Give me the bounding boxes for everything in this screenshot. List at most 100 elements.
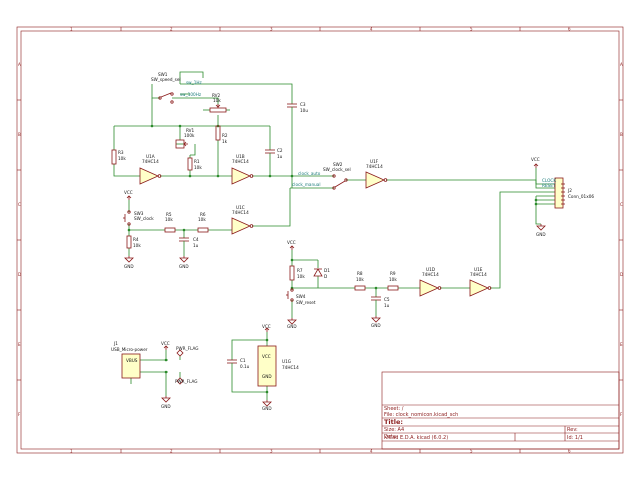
u1e-ref: U1E	[474, 267, 483, 272]
r6-ref: R6	[200, 212, 206, 217]
u1d-ref: U1D	[426, 267, 435, 272]
d1-ref: D1	[324, 268, 330, 273]
border-row-c-right: C	[620, 202, 623, 207]
u1a-inverter[interactable]: U1A 74HC14	[139, 154, 162, 185]
rv2-value: 10k	[213, 98, 221, 103]
pwr-flag-label-vcc: PWR_FLAG	[176, 346, 199, 351]
u1c-ref: U1C	[236, 205, 245, 210]
pwr-flag-label-gnd: PWR_FLAG	[175, 379, 198, 384]
c3-capacitor[interactable]: C3 10u	[287, 102, 308, 116]
vcc-symbol-u1g: VCC	[262, 324, 271, 332]
r5-resistor[interactable]: R5 10k	[164, 212, 176, 233]
u1a-value: 74HC14	[142, 159, 159, 164]
title-block-id: Id: 1/1	[567, 435, 583, 441]
r3-value: 10k	[118, 156, 126, 161]
r9-ref: R9	[390, 271, 396, 276]
sw4-value: SW_reset	[296, 300, 316, 305]
net-label-clock-manual: clock_manual	[292, 182, 321, 187]
u1a-ref: U1A	[146, 154, 155, 159]
sw4-pushbutton[interactable]: SW4 SW_reset	[286, 288, 316, 305]
u1g-power-unit[interactable]: VCC GND U1G 74HC14	[257, 345, 299, 387]
sw3-pushbutton[interactable]: SW3 SW_clock	[123, 210, 154, 226]
title-block-date: Date:	[384, 434, 398, 440]
u1c-inverter[interactable]: U1C 74HC14	[231, 205, 254, 235]
j1-vbus-pin: VBUS	[126, 358, 138, 363]
j2-connector[interactable]: J2 Conn_01x06	[554, 177, 594, 209]
rv1-potentiometer[interactable]: RV1 100k	[175, 128, 195, 149]
title-block-kicad: KiCad E.D.A. kicad (6.0.2)	[384, 435, 448, 441]
border-row-c: C	[18, 202, 21, 207]
border-col-3: 3	[270, 27, 273, 32]
net-label-sw-1hz: sw_1Hz	[186, 80, 203, 85]
vcc-label-j2: VCC	[531, 157, 540, 162]
u1f-inverter[interactable]: U1F 74HC14	[365, 159, 388, 189]
r1-value: 10k	[194, 165, 202, 170]
c1-value: 0.1u	[240, 364, 250, 369]
border-col-2: 2	[170, 27, 173, 32]
gnd-symbol-c4: GND	[179, 256, 189, 269]
r3-resistor[interactable]: R3 10k	[111, 149, 126, 165]
c5-capacitor[interactable]: C5 1u	[371, 296, 390, 308]
c3-value: 10u	[300, 108, 308, 113]
u1b-value: 74HC14	[232, 159, 249, 164]
sw2-value: SW_clock_sel	[323, 167, 351, 172]
border-row-e: E	[18, 342, 21, 347]
r9-resistor[interactable]: R9 10k	[387, 271, 399, 291]
border-row-d-right: D	[620, 272, 623, 277]
j1-usb-connector[interactable]: VBUS J1 USB_Micro-power	[111, 341, 148, 379]
vcc-symbol-reset: VCC	[287, 240, 296, 250]
border-col-6: 6	[568, 27, 571, 32]
u1b-ref: U1B	[236, 154, 245, 159]
c1-ref: C1	[240, 358, 246, 363]
title-block-size: Size: A4	[384, 427, 404, 433]
c2-value: 1u	[277, 154, 283, 159]
sw1-switch[interactable]: SW1 SW_speed_sel	[151, 72, 181, 104]
u1g-ref: U1G	[282, 359, 291, 364]
r2-ref: R2	[222, 133, 228, 138]
pwr-flag-gnd: PWR_FLAG	[175, 377, 198, 385]
vcc-label-u1g: VCC	[262, 324, 271, 329]
net-label-clock: CLOCK	[542, 178, 556, 183]
r8-resistor[interactable]: R8 10k	[354, 271, 366, 291]
junctions	[127, 124, 538, 394]
gnd-symbol-r4: GND	[124, 256, 134, 269]
d1-diode[interactable]: D1 D	[313, 268, 330, 279]
u1d-inverter[interactable]: U1D 74HC14	[419, 267, 442, 297]
rv2-potentiometer[interactable]: RV2 10k	[209, 93, 227, 113]
u1c-value: 74HC14	[232, 210, 249, 215]
c1-capacitor[interactable]: C1 0.1u	[227, 358, 250, 369]
r6-resistor[interactable]: R6 10k	[197, 212, 209, 233]
title-block-sheet: Sheet: /	[384, 406, 404, 412]
border-row-e-right: E	[620, 342, 623, 347]
c4-capacitor[interactable]: C4 1u	[179, 237, 199, 248]
gnd-label-c4: GND	[179, 264, 189, 269]
r4-resistor[interactable]: R4 10k	[126, 235, 141, 249]
gnd-symbol-u1g: GND	[262, 400, 272, 411]
r1-ref: R1	[194, 159, 200, 164]
c4-value: 1u	[193, 243, 199, 248]
u1g-vcc-pin: VCC	[262, 354, 271, 359]
r7-resistor[interactable]: R7 10k	[289, 265, 305, 281]
c3-ref: C3	[300, 102, 306, 107]
r1-resistor[interactable]: R1 10k	[187, 157, 202, 171]
wires	[113, 71, 555, 400]
sw3-value: SW_clock	[134, 216, 154, 221]
u1e-inverter[interactable]: U1E 74HC14	[469, 267, 492, 297]
border-col-6-bottom: 6	[568, 449, 571, 454]
sw2-switch[interactable]: SW2 SW_clock_sel	[323, 162, 351, 190]
gnd-label-r4: GND	[124, 264, 134, 269]
border-row-d: D	[18, 272, 21, 277]
u1e-value: 74HC14	[470, 272, 487, 277]
title-block-rev: Rev:	[567, 427, 578, 433]
r9-value: 10k	[389, 277, 397, 282]
sw4-ref: SW4	[296, 294, 306, 299]
r8-ref: R8	[357, 271, 363, 276]
r2-resistor[interactable]: R2 1k	[215, 125, 228, 144]
c4-ref: C4	[193, 237, 199, 242]
c2-capacitor[interactable]: C2 1u	[265, 148, 283, 159]
border-col-5-bottom: 5	[470, 449, 473, 454]
u1b-inverter[interactable]: U1B 74HC14	[231, 154, 254, 185]
rv2-ref: RV2	[212, 93, 221, 98]
sw3-ref: SW3	[134, 211, 144, 216]
